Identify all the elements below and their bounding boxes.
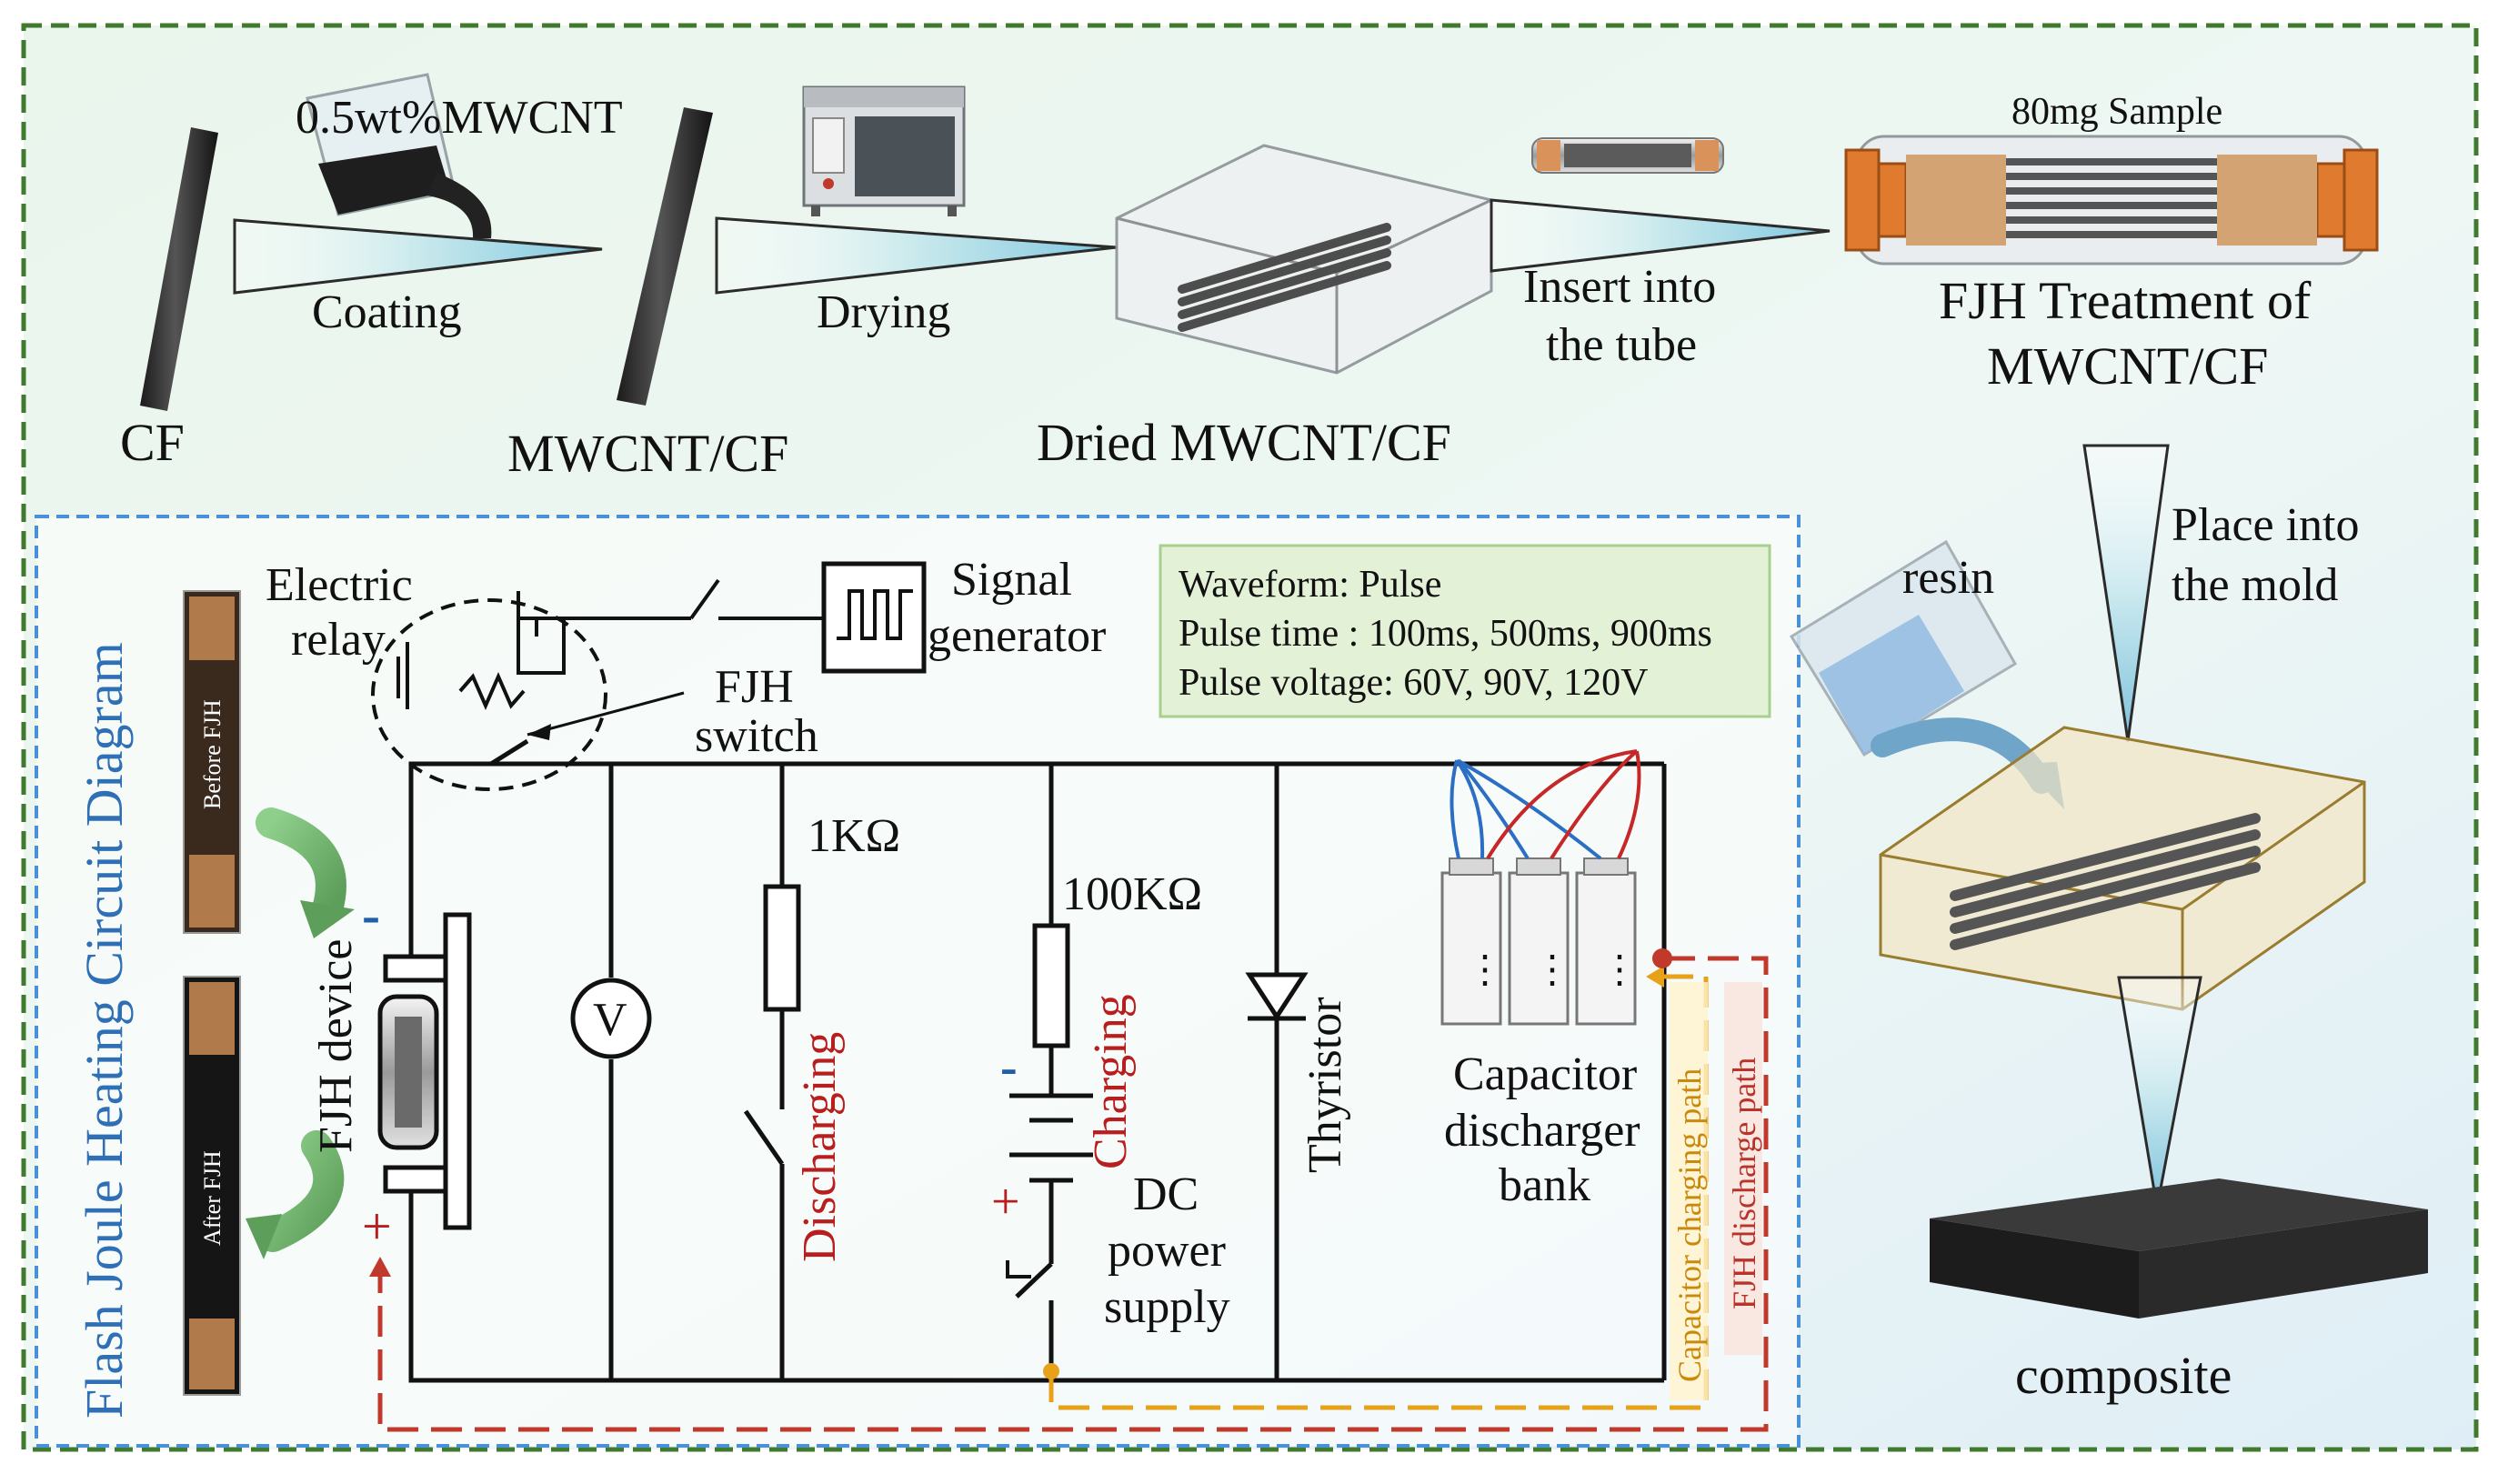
cap-dots-2: ⋮ <box>1533 949 1571 991</box>
cap-label-2: discharger <box>1444 1105 1640 1157</box>
cap-dots-3: ⋮ <box>1600 949 1639 991</box>
resistor-1k <box>763 884 801 1012</box>
discharge-switch <box>743 1109 785 1166</box>
device-minus-sign: - <box>362 885 380 945</box>
sample-label: 80mg Sample <box>2011 91 2222 133</box>
cap-label-3: bank <box>1499 1159 1590 1211</box>
battery-icon <box>1009 1093 1093 1183</box>
param-pulse-time: Pulse time : 100ms, 500ms, 900ms <box>1179 613 1712 655</box>
before-photo <box>183 590 241 934</box>
after-label: After FJH <box>199 1150 226 1246</box>
composite-block-icon <box>1930 1178 2428 1319</box>
dc-switch <box>1015 1262 1053 1298</box>
voltmeter-icon <box>570 978 652 1059</box>
cap-dots-1: ⋮ <box>1466 949 1504 991</box>
resistor-100k-label: 100KΩ <box>1062 868 1202 920</box>
after-photo <box>183 976 241 1396</box>
device-plus-sign: + <box>362 1197 392 1256</box>
thyristor-icon <box>1245 972 1309 1021</box>
insert-label-2: the tube <box>1546 319 1697 371</box>
composite-label: composite <box>2015 1346 2232 1405</box>
cf-label: CF <box>120 413 185 472</box>
resin-label: resin <box>1902 552 1994 604</box>
circuit-wires <box>408 761 1667 1383</box>
relay-label-1: Electric <box>266 559 413 611</box>
dc-label-1: DC <box>1133 1168 1199 1220</box>
mold-box-icon <box>1879 726 2366 1011</box>
charging-path-line <box>1048 974 1709 1410</box>
oven-icon <box>802 85 966 216</box>
param-pulse-voltage: Pulse voltage: 60V, 90V, 120V <box>1179 662 1648 704</box>
mold-arrow <box>2082 444 2170 742</box>
solution-label: 0.5wt%MWCNT <box>296 92 623 144</box>
cap-label-1: Capacitor <box>1453 1048 1637 1100</box>
dried-label: Dried MWCNT/CF <box>1037 413 1451 472</box>
switch-label-2: switch <box>695 710 818 762</box>
insert-arrow <box>1490 198 1831 273</box>
drying-arrow <box>715 216 1118 295</box>
voltmeter-symbol: V <box>593 994 627 1046</box>
charging-label: Charging <box>1085 994 1137 1169</box>
discharge-path-line <box>377 956 1769 1432</box>
outer-border <box>21 23 2479 1452</box>
fjh-path-label: FJH discharge path <box>1726 1058 1762 1309</box>
insert-label-1: Insert into <box>1523 261 1716 313</box>
composite-arrow <box>2117 976 2202 1208</box>
mold-label-2: the mold <box>2172 559 2338 611</box>
dc-label-3: supply <box>1104 1281 1230 1333</box>
relay-label-2: relay <box>291 614 386 666</box>
signal-label-2: generator <box>928 610 1106 662</box>
battery-plus-sign: + <box>991 1174 1020 1230</box>
green-arrow-bottom <box>257 1130 345 1252</box>
signal-label-1: Signal <box>951 554 1072 606</box>
cap-path-label: Capacitor charging path <box>1671 1068 1708 1382</box>
resistor-1k-label: 1KΩ <box>808 810 900 862</box>
resistor-100k <box>1032 923 1070 1048</box>
params-box <box>1159 544 1771 718</box>
fjh-tube-icon <box>1844 135 2379 266</box>
fjh-label-2: MWCNT/CF <box>1987 336 2268 396</box>
green-arrow-top <box>256 807 346 925</box>
coating-label: Coating <box>312 286 462 338</box>
discharging-label: Discharging <box>794 1032 846 1262</box>
discharge-path-band <box>1724 982 1762 1355</box>
fjh-label-1: FJH Treatment of <box>1939 271 2312 330</box>
dc-label-2: power <box>1108 1225 1226 1277</box>
switch-label-1: FJH <box>715 661 794 713</box>
signal-generator-icon <box>821 561 927 674</box>
small-tube-icon <box>1531 137 1724 174</box>
battery-minus-sign: - <box>1000 1039 1018 1096</box>
mwcnt-rod <box>617 107 713 406</box>
resin-beaker-icon <box>1789 539 2018 757</box>
drying-label: Drying <box>817 286 950 338</box>
mold-label-1: Place into <box>2172 499 2360 551</box>
mwcnt-cf-label: MWCNT/CF <box>507 424 788 483</box>
circuit-title: Flash Joule Heating Circuit Diagram <box>75 642 134 1419</box>
beaker-icon <box>306 73 492 238</box>
before-label: Before FJH <box>199 699 226 809</box>
coating-arrow <box>233 218 603 295</box>
capacitor-bank-icon <box>1440 749 1641 1026</box>
relay-icon <box>371 578 824 791</box>
dried-tray-icon <box>1115 144 1493 375</box>
thyristor-label: Thyristor <box>1299 997 1351 1173</box>
param-waveform: Waveform: Pulse <box>1179 564 1441 606</box>
device-label: FJH device <box>310 939 362 1153</box>
fjh-device-icon <box>377 912 472 1230</box>
charging-path-band <box>1670 982 1708 1400</box>
cf-rod <box>140 127 218 411</box>
